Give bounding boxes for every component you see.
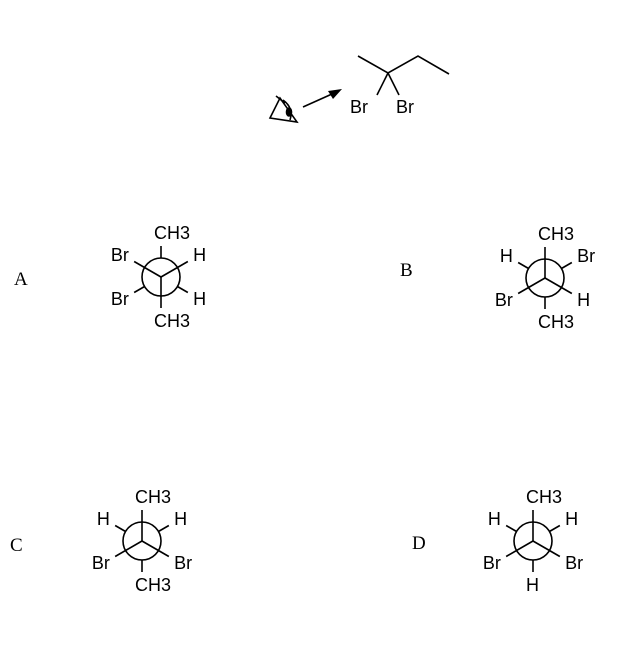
option-letter: B bbox=[400, 260, 413, 281]
front-substituent-ch3: CH3 bbox=[526, 487, 562, 507]
front-substituent-br: Br bbox=[92, 553, 110, 573]
back-substituent-h: H bbox=[565, 509, 578, 529]
option-letter: D bbox=[412, 533, 426, 554]
front-substituent-br: Br bbox=[111, 245, 129, 265]
back-substituent-ch3: CH3 bbox=[538, 312, 574, 332]
arrow-icon bbox=[302, 89, 342, 108]
front-bond bbox=[544, 277, 573, 295]
option-letter: C bbox=[10, 535, 23, 556]
back-bond bbox=[549, 524, 561, 533]
front-substituent-h: H bbox=[193, 245, 206, 265]
front-bond bbox=[505, 540, 534, 558]
front-substituent-br: Br bbox=[174, 553, 192, 573]
front-substituent-br: Br bbox=[483, 553, 501, 573]
eye-icon bbox=[268, 95, 299, 124]
back-bond bbox=[517, 261, 529, 270]
substituent-br-2: Br bbox=[396, 97, 414, 117]
front-bond bbox=[517, 277, 546, 295]
substituent-br-1: Br bbox=[350, 97, 368, 117]
back-bond bbox=[505, 524, 517, 533]
skeletal-bonds bbox=[357, 55, 450, 96]
back-bond bbox=[158, 524, 170, 533]
front-bond bbox=[532, 540, 561, 558]
front-bond bbox=[160, 260, 189, 278]
back-substituent-h: H bbox=[193, 289, 206, 309]
front-substituent-ch3: CH3 bbox=[538, 224, 574, 244]
front-substituent-br: Br bbox=[565, 553, 583, 573]
front-bond bbox=[141, 540, 170, 558]
back-substituent-br: Br bbox=[111, 289, 129, 309]
back-substituent-h: H bbox=[488, 509, 501, 529]
front-substituent-br: Br bbox=[495, 290, 513, 310]
option-letter: A bbox=[14, 269, 28, 290]
question-molecule bbox=[268, 55, 450, 124]
back-substituent-br: Br bbox=[577, 246, 595, 266]
back-bond bbox=[561, 261, 573, 270]
back-bond bbox=[177, 285, 189, 294]
front-bond bbox=[114, 540, 143, 558]
back-substituent-ch3: CH3 bbox=[154, 223, 190, 243]
front-bond bbox=[133, 260, 162, 278]
back-bond bbox=[114, 524, 126, 533]
back-substituent-h: H bbox=[500, 246, 513, 266]
back-bond bbox=[133, 285, 145, 294]
back-substituent-h: H bbox=[174, 509, 187, 529]
front-substituent-ch3: CH3 bbox=[135, 487, 171, 507]
front-substituent-ch3: CH3 bbox=[154, 311, 190, 331]
back-substituent-h: H bbox=[97, 509, 110, 529]
front-substituent-h: H bbox=[577, 290, 590, 310]
back-substituent-h: H bbox=[526, 575, 539, 595]
back-substituent-ch3: CH3 bbox=[135, 575, 171, 595]
